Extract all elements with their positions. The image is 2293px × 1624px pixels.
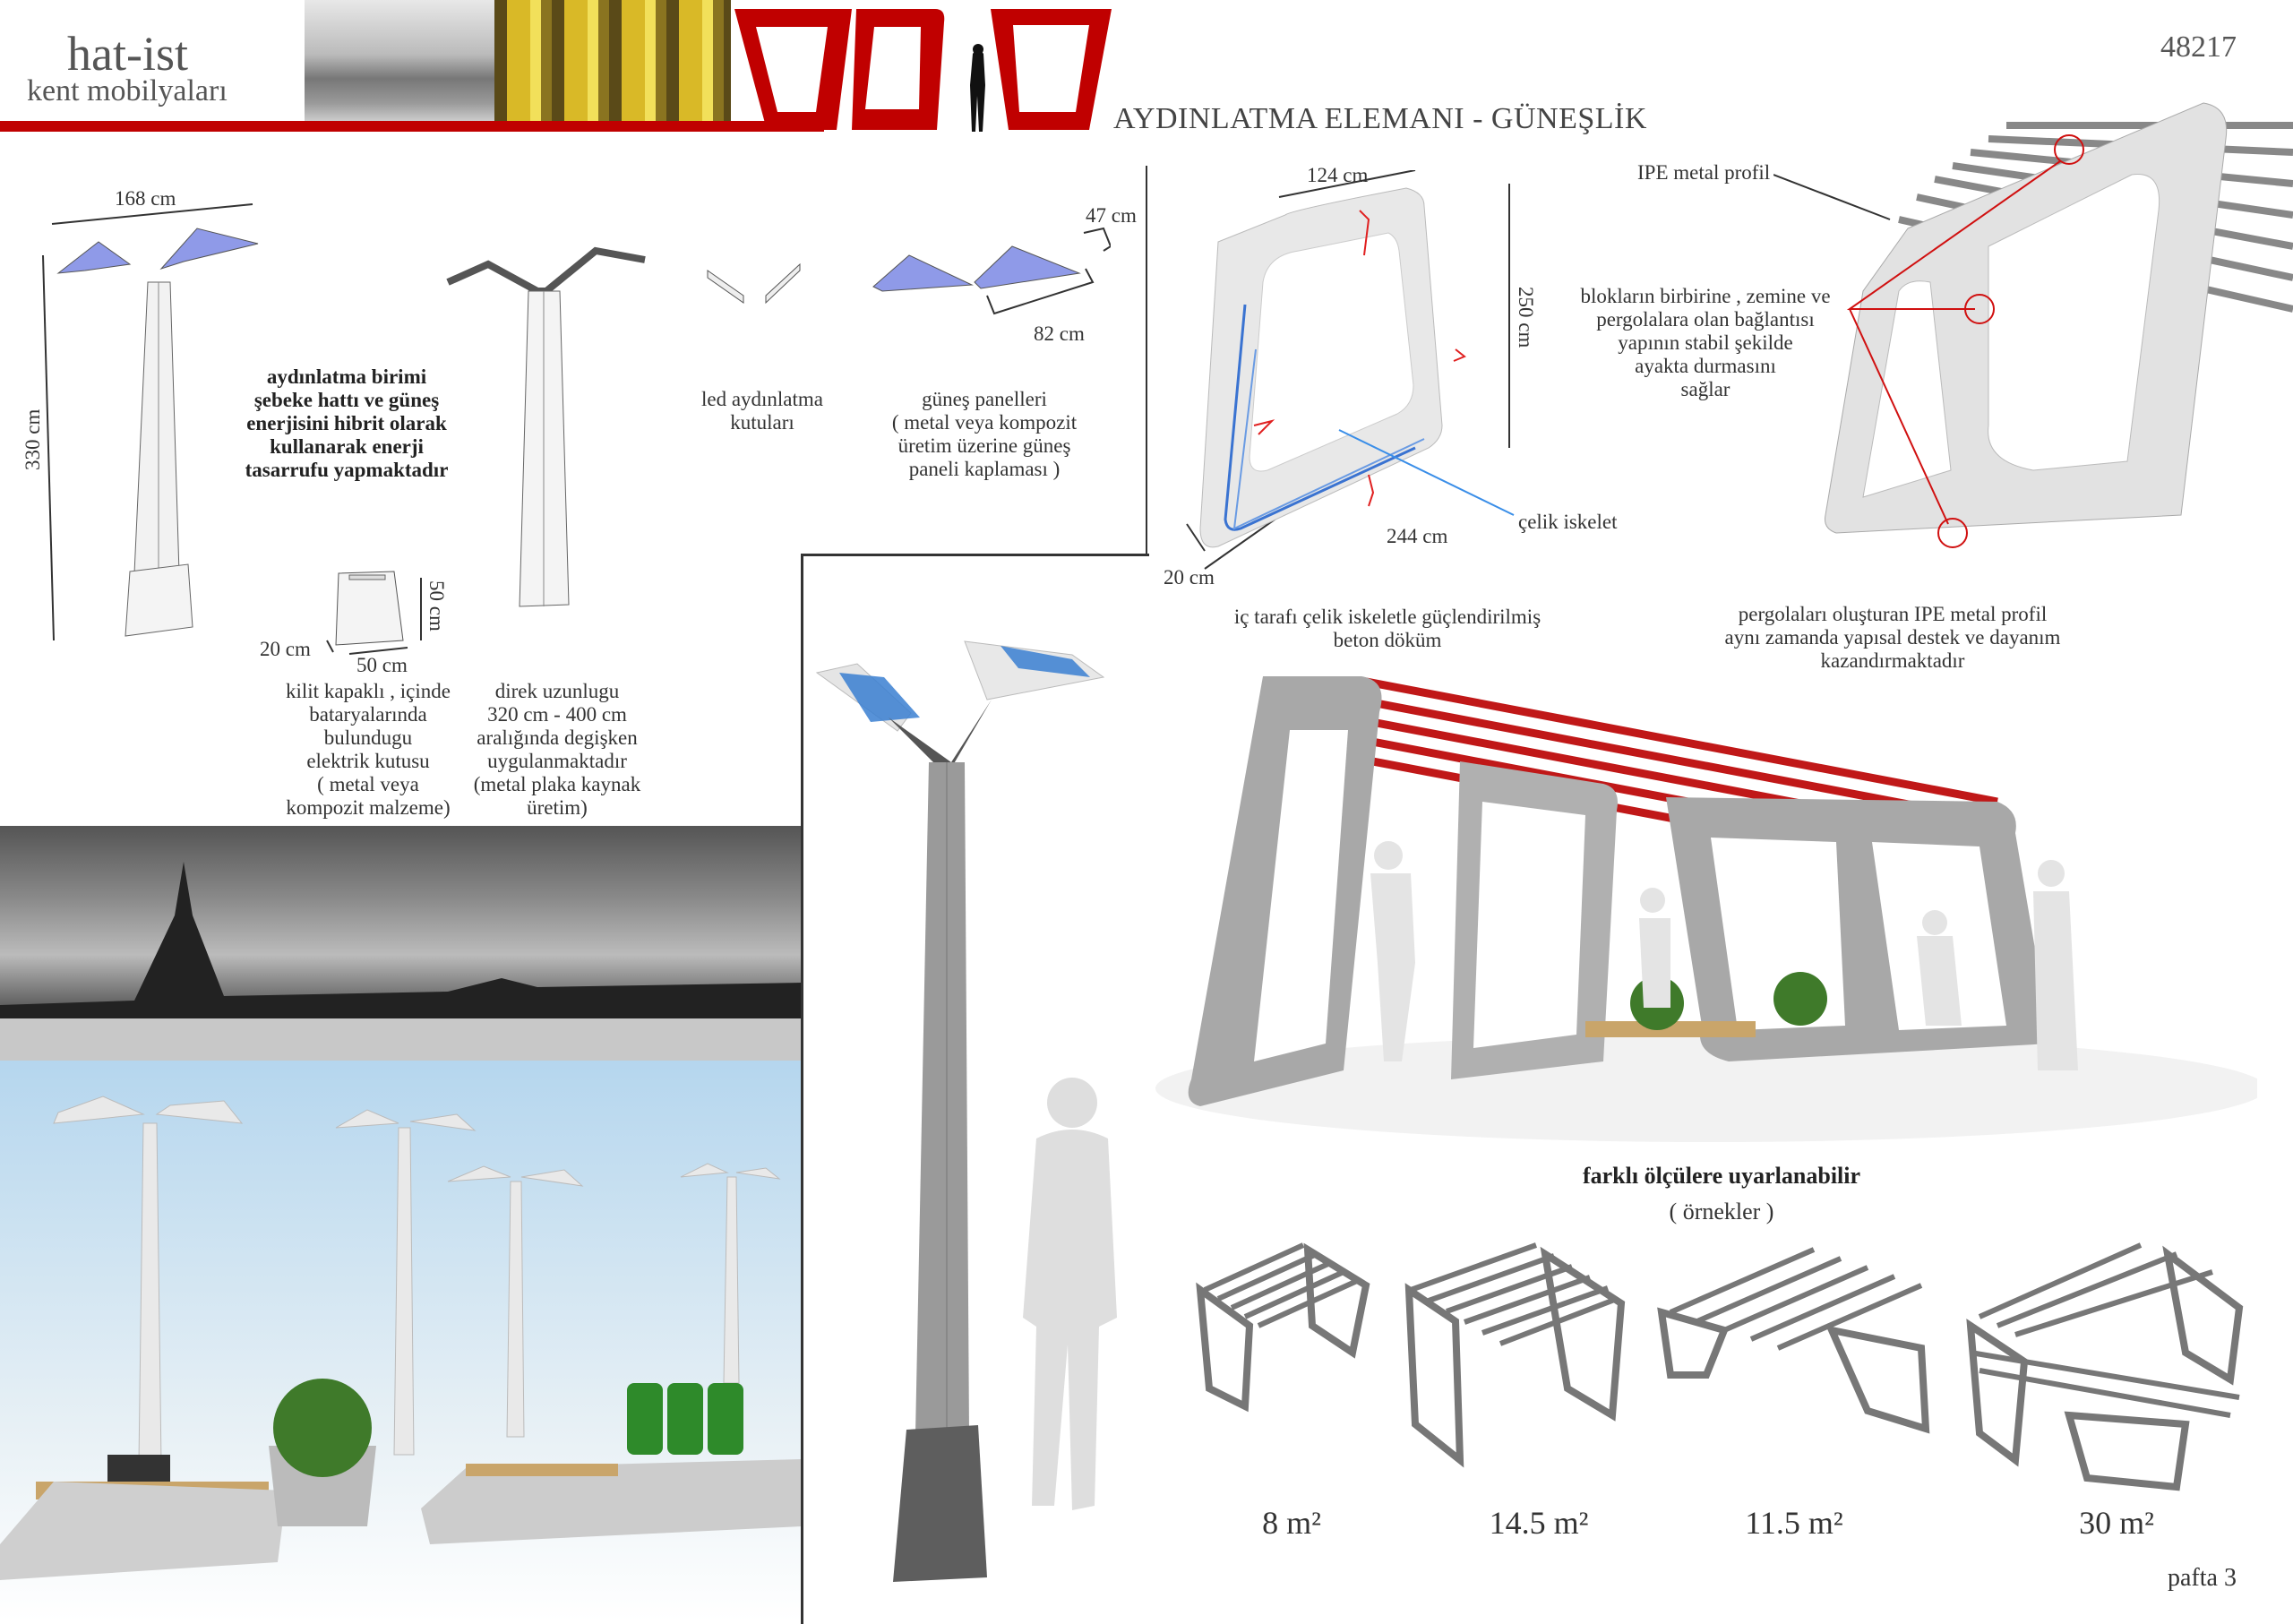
variant-drawing-8m2 <box>1196 1242 1370 1413</box>
render-lamp-with-person <box>801 554 1149 1624</box>
ipe-connection-drawing <box>1773 102 2293 548</box>
pole-label: direk uzunlugu 320 cm - 400 cm aralığınd… <box>459 680 656 820</box>
dim-panel-depth: 47 cm <box>1086 204 1137 227</box>
text-line: ( metal veya <box>317 773 419 795</box>
variant-area-label: 8 m² <box>1262 1505 1321 1541</box>
text-line: beton döküm <box>1333 629 1442 651</box>
header-red-bar <box>0 121 824 132</box>
text-line: pergolalara olan bağlantısı <box>1596 308 1815 331</box>
sheet-label: pafta 3 <box>2168 1564 2237 1592</box>
skyline-silhouette <box>0 862 802 1061</box>
panel-label: güneş panelleri ( metal veya kompozit ür… <box>868 388 1101 481</box>
ipe-caption: pergolaları oluşturan IPE metal profil a… <box>1696 603 2090 673</box>
variant-drawing-11-5m2 <box>1657 1247 1930 1434</box>
text-line: iç tarafı çelik iskeletle güçlendirilmiş <box>1233 606 1542 628</box>
text-line: ( metal veya kompozit <box>891 411 1078 434</box>
dim-frame-top: 124 cm <box>1307 164 1369 186</box>
logo-subtitle: kent mobilyaları <box>27 74 228 107</box>
text-line: (metal plaka kaynak <box>473 773 641 795</box>
text-line: güneş panelleri <box>922 388 1047 410</box>
ipe-profile-label: IPE metal profil <box>1637 161 1771 184</box>
text-line: üretim) <box>527 796 588 819</box>
dim-frame-bottom: 244 cm <box>1387 525 1448 547</box>
text-line: bulundugu <box>323 726 413 749</box>
connection-label: blokların birbirine , zemine ve pergolal… <box>1571 285 1840 401</box>
text-line: kilit kapaklı , içinde <box>286 680 451 702</box>
text-line: yapının stabil şekilde <box>1618 331 1793 354</box>
header-frame-logos <box>734 9 1112 132</box>
electric-box-drawing <box>326 571 422 655</box>
lamp-description: aydınlatma birimi şebeke hattı ve güneş … <box>212 365 481 482</box>
text-line: aralığında degişken <box>477 726 638 749</box>
text-line: pergolaları oluşturan IPE metal profil <box>1738 603 2048 625</box>
render-pergola-with-people <box>1155 676 2257 1142</box>
solar-panels-drawing <box>872 227 1111 315</box>
variant-area-label: 14.5 m² <box>1489 1505 1589 1541</box>
dim-panel-length: 82 cm <box>1034 322 1085 345</box>
lamp-render-illustration <box>815 640 1117 1582</box>
variants-title: farklı ölçülere uyarlanabilir <box>1582 1163 1861 1189</box>
text-line: kullanarak enerji <box>270 435 424 458</box>
text-line: uygulanmaktadır <box>487 750 627 772</box>
concrete-frame-drawing <box>1186 170 1515 570</box>
variant-drawing-14-5m2 <box>1404 1242 1626 1468</box>
text-line: tasarrufu yapmaktadır <box>245 459 449 481</box>
frame-caption: iç tarafı çelik iskeletle güçlendirilmiş… <box>1208 606 1567 652</box>
text-line: üretim üzerine güneş <box>897 434 1071 457</box>
text-line: kompozit malzeme) <box>286 796 451 819</box>
text-line: aynı zamanda yapısal destek ve dayanım <box>1724 626 2061 649</box>
text-line: sağlar <box>1680 378 1730 400</box>
page-title: AYDINLATMA ELEMANI - GÜNEŞLİK <box>1113 102 1647 135</box>
led-boxes-drawing <box>707 262 801 305</box>
text-line: kutuları <box>730 411 794 434</box>
header-photo-istanbul <box>305 0 494 121</box>
lamp-drawing-pole <box>446 246 646 607</box>
dim-frame-depth: 20 cm <box>1164 566 1215 589</box>
text-line: elektrik kutusu <box>306 750 430 772</box>
box-label: kilit kapaklı , içinde bataryalarında bu… <box>270 680 467 820</box>
lamp-drawing-assembled <box>42 203 259 641</box>
render-street-lamps-benches <box>0 1061 802 1621</box>
text-line: şebeke hattı ve güneş <box>253 389 440 411</box>
dim-box-height: 50 cm <box>425 580 448 632</box>
header-photo-mosque-interior <box>494 0 731 121</box>
text-line: bataryalarında <box>309 703 427 726</box>
text-line: paneli kaplaması ) <box>908 458 1061 480</box>
dim-frame-height: 250 cm <box>1515 287 1537 348</box>
steel-frame-label: çelik iskelet <box>1518 511 1618 533</box>
dim-lamp-width: 168 cm <box>115 187 176 210</box>
text-line: enerjisini hibrit olarak <box>246 412 447 434</box>
project-number: 48217 <box>2160 30 2237 64</box>
street-scene-illustration <box>0 1096 802 1580</box>
variants-subtitle: ( örnekler ) <box>1669 1199 1774 1224</box>
variant-area-label: 11.5 m² <box>1745 1505 1843 1541</box>
photo-seagulls-maidens-tower <box>0 826 802 1061</box>
text-line: 320 cm - 400 cm <box>487 703 627 726</box>
dim-lamp-height: 330 cm <box>21 408 44 470</box>
text-line: ayakta durmasını <box>1635 355 1776 377</box>
dim-box-width: 50 cm <box>356 654 408 676</box>
variant-area-label: 30 m² <box>2079 1505 2154 1541</box>
text-line: blokların birbirine , zemine ve <box>1580 285 1831 307</box>
text-line: aydınlatma birimi <box>266 365 427 388</box>
text-line: direk uzunlugu <box>494 680 620 702</box>
text-line: led aydınlatma <box>700 388 824 410</box>
led-label: led aydınlatma kutuları <box>673 388 852 434</box>
dim-box-depth: 20 cm <box>260 638 311 660</box>
logo: hat-ist kent mobilyaları <box>0 0 305 121</box>
variant-drawing-30m2 <box>1966 1242 2244 1491</box>
text-line: kazandırmaktadır <box>1820 649 1965 672</box>
logo-title: hat-ist <box>67 27 188 81</box>
